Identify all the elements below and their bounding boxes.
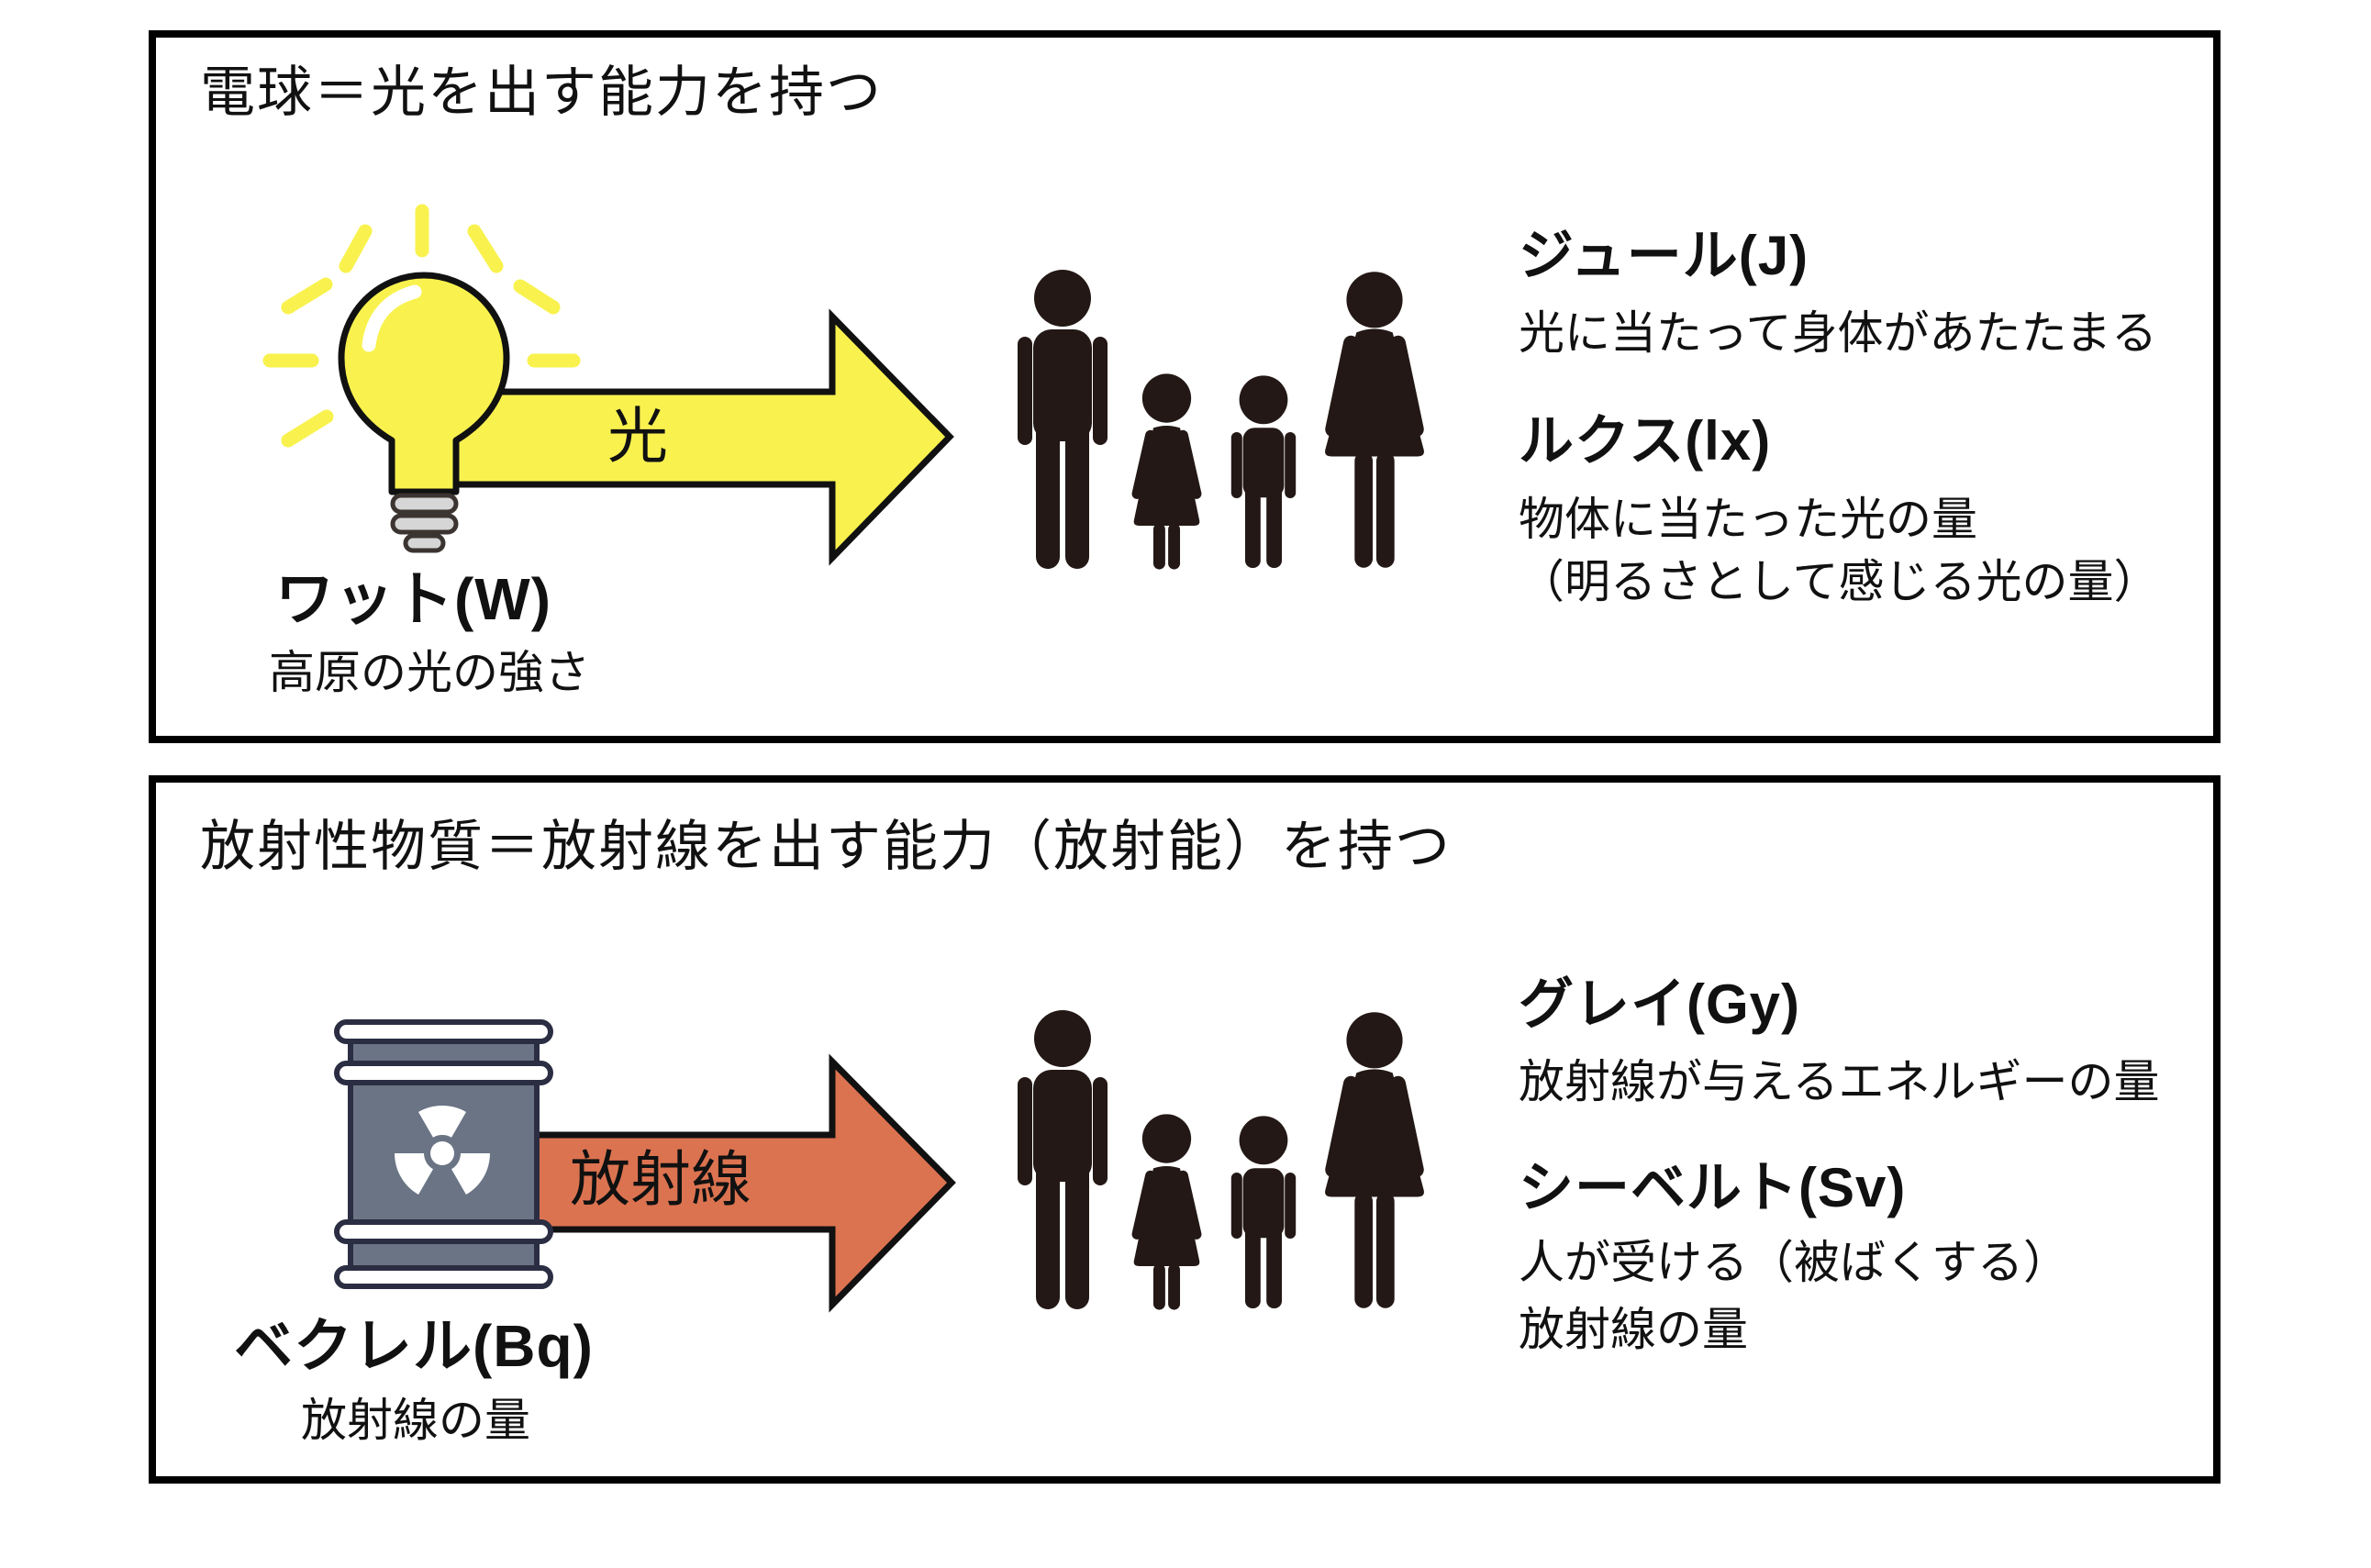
- girl-icon: [1122, 372, 1211, 572]
- gray-desc: 放射線が与えるエネルギーの量: [1519, 1056, 2160, 1107]
- woman-icon: [1309, 269, 1441, 572]
- sievert-desc-line2: 放射線の量: [1519, 1304, 1748, 1355]
- barrel-bands: [334, 1019, 553, 1289]
- joule-name: ジュール(J): [1519, 225, 1809, 286]
- bulb-base: [390, 493, 459, 553]
- radiation-trefoil-icon: [395, 1106, 490, 1195]
- panel-radiation-title: 放射性物質＝放射線を出す能力（放射能）を持つ: [200, 816, 1452, 877]
- man-icon: [1012, 1009, 1113, 1312]
- lux-name: ルクス(lx): [1519, 410, 1772, 472]
- radiation-arrow-label: 放射線: [570, 1145, 751, 1213]
- radiation-arrow-icon: [524, 1053, 956, 1313]
- light-arrow-label: 光: [607, 402, 668, 470]
- becquerel-desc: 放射線の量: [301, 1395, 530, 1446]
- watt-label: ワット(W): [275, 566, 552, 632]
- girl-icon: [1122, 1112, 1211, 1312]
- light-arrow-icon: [437, 308, 954, 566]
- boy-icon: [1227, 1114, 1300, 1312]
- panel-light: 電球＝光を出す能力を持つ 光: [149, 30, 2221, 743]
- joule-desc: 光に当たって身体があたたまる: [1519, 307, 2157, 359]
- becquerel-label: ベクレル(Bq): [234, 1313, 594, 1379]
- radioactive-barrel-icon: [334, 1019, 553, 1289]
- watt-desc: 高原の光の強さ: [269, 647, 590, 698]
- panel-radiation: 放射性物質＝放射線を出す能力（放射能）を持つ 放射線 ベクレル(Bq): [149, 775, 2221, 1484]
- lux-desc-line2: （明るさとして感じる光の量）: [1519, 556, 2160, 607]
- panel-light-title: 電球＝光を出す能力を持つ: [200, 61, 883, 123]
- woman-icon: [1309, 1009, 1441, 1312]
- light-rays: [262, 204, 581, 448]
- gray-name: グレイ(Gy): [1519, 973, 1800, 1035]
- sievert-desc-line1: 人が受ける（被ばくする）: [1519, 1237, 2069, 1288]
- lux-desc-line1: 物体に当たった光の量: [1519, 494, 1977, 545]
- man-icon: [1012, 269, 1113, 572]
- light-bulb-icon: [262, 204, 581, 553]
- boy-icon: [1227, 373, 1300, 572]
- sievert-name: シーベルト(Sv): [1519, 1157, 1907, 1218]
